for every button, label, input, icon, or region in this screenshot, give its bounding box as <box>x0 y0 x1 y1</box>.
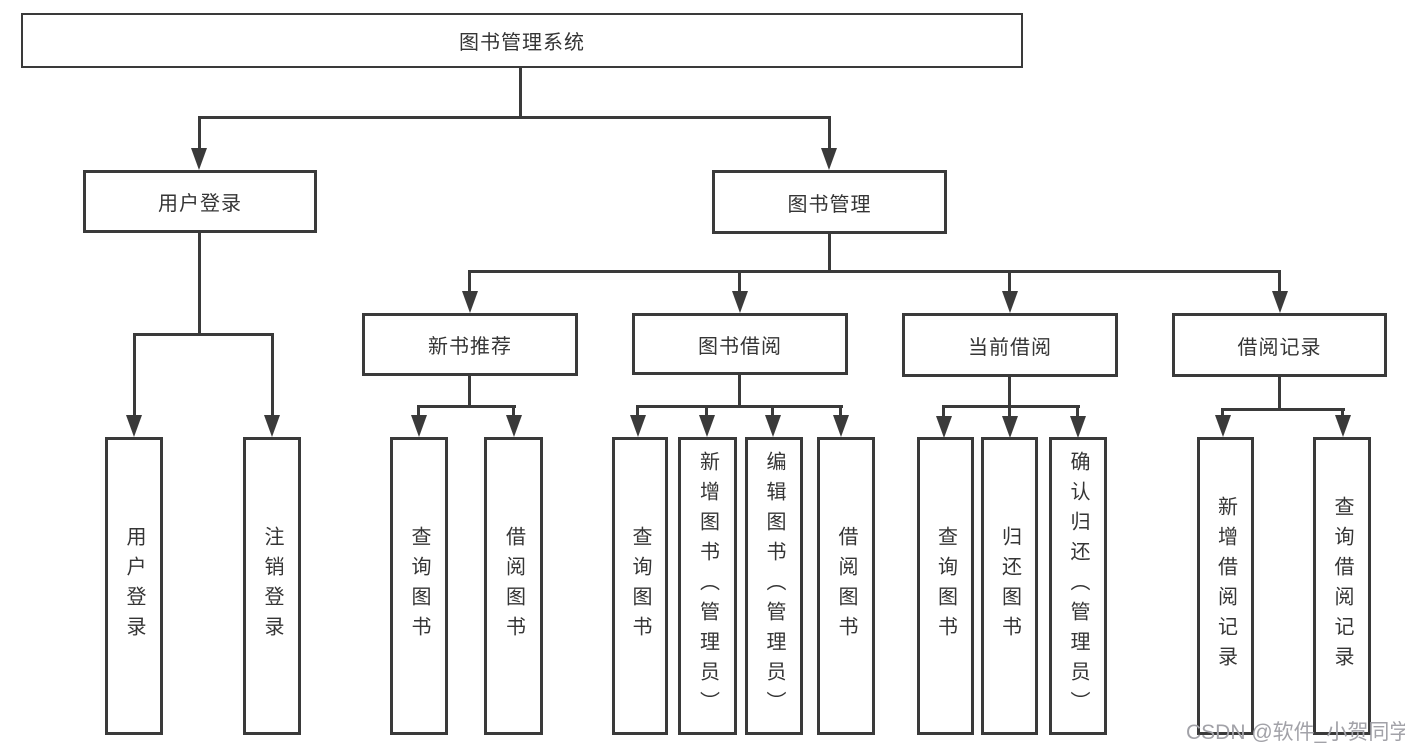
connector-current-bar <box>942 405 1080 408</box>
node-leaf-cur-return-book: 归还图书 <box>981 437 1038 735</box>
node-leaf-bor-query-book: 查询图书 <box>612 437 668 735</box>
arrow-to-cur-return-book <box>1002 416 1018 438</box>
node-user-login-branch: 用户登录 <box>83 170 317 233</box>
node-book-mgmt-branch: 图书管理 <box>712 170 947 234</box>
connector-borrow-to-leaf4 <box>839 405 842 417</box>
connector-root-to-mgmt <box>828 116 831 150</box>
node-leaf-cur-confirm-return: 确认归还（管理员） <box>1049 437 1107 735</box>
node-leaf-recd-query-record: 查询借阅记录 <box>1313 437 1371 735</box>
arrow-to-cur-query-book <box>936 416 952 438</box>
arrow-to-rec-query-book <box>411 415 427 437</box>
node-borrow-records-label: 借阅记录 <box>1237 336 1322 359</box>
connector-login-to-leaf2 <box>271 333 274 418</box>
connector-borrow-to-leaf3 <box>771 405 774 417</box>
connector-mgmt-to-borrow <box>738 270 741 294</box>
node-leaf-cur-query-book: 查询图书 <box>917 437 974 735</box>
connector-root-bar <box>198 116 831 119</box>
connector-login-to-leaf1 <box>133 333 136 418</box>
arrow-to-book-borrow <box>732 291 748 313</box>
arrow-to-bor-borrow-book <box>833 415 849 437</box>
node-book-borrow: 图书借阅 <box>632 313 848 375</box>
connector-borrow-trunk <box>738 375 741 408</box>
connector-root-to-login <box>198 116 201 150</box>
csdn-watermark: CSDN @软件_小贺同学 <box>1186 721 1405 744</box>
node-leaf-rec-query-book-label: 查询图书 <box>408 526 430 646</box>
node-current-borrow: 当前借阅 <box>902 313 1118 377</box>
arrow-to-user-login-leaf <box>126 415 142 437</box>
connector-rec-bar <box>417 405 516 408</box>
connector-login-bar <box>133 333 274 336</box>
node-borrow-records: 借阅记录 <box>1172 313 1387 377</box>
arrow-to-borrow-records <box>1272 291 1288 313</box>
arrow-to-bor-query-book <box>630 415 646 437</box>
node-leaf-rec-borrow-book-label: 借阅图书 <box>502 526 525 646</box>
arrow-to-recd-query-record <box>1335 415 1351 437</box>
node-new-book-rec: 新书推荐 <box>362 313 578 376</box>
node-leaf-user-login-label: 用户登录 <box>123 526 145 646</box>
connector-records-trunk <box>1278 377 1281 410</box>
arrow-to-cur-confirm-return <box>1070 416 1086 438</box>
connector-mgmt-trunk <box>828 234 831 272</box>
node-current-borrow-label: 当前借阅 <box>968 336 1052 359</box>
node-leaf-recd-add-record: 新增借阅记录 <box>1197 437 1254 735</box>
arrow-to-recd-add-record <box>1215 415 1231 437</box>
node-leaf-bor-add-book-label: 新增图书（管理员） <box>696 451 719 721</box>
connector-current-to-leaf2 <box>1008 405 1011 418</box>
node-leaf-bor-query-book-label: 查询图书 <box>629 526 651 646</box>
node-leaf-cur-return-book-label: 归还图书 <box>998 526 1021 646</box>
arrow-to-rec-borrow-book <box>506 415 522 437</box>
connector-current-to-leaf1 <box>942 405 945 418</box>
node-leaf-bor-borrow-book-label: 借阅图书 <box>835 526 857 646</box>
node-leaf-cur-query-book-label: 查询图书 <box>934 526 957 646</box>
connector-rec-to-leaf1 <box>417 405 420 417</box>
node-leaf-logout-label: 注销登录 <box>261 526 283 646</box>
connector-mgmt-bar <box>468 270 1281 273</box>
node-user-login-branch-label: 用户登录 <box>158 193 242 215</box>
node-leaf-rec-borrow-book: 借阅图书 <box>484 437 543 735</box>
node-leaf-recd-add-record-label: 新增借阅记录 <box>1214 496 1237 676</box>
node-leaf-logout: 注销登录 <box>243 437 301 735</box>
arrow-to-login-branch <box>191 148 207 170</box>
connector-rec-to-leaf2 <box>512 405 515 417</box>
node-book-mgmt-branch-label: 图书管理 <box>787 193 872 216</box>
connector-records-to-leaf2 <box>1341 408 1344 417</box>
connector-records-to-leaf1 <box>1221 408 1224 417</box>
connector-rec-trunk <box>468 375 471 407</box>
arrow-to-current-borrow <box>1002 291 1018 313</box>
connector-borrow-to-leaf1 <box>636 405 639 417</box>
connector-current-trunk <box>1008 377 1011 407</box>
connector-borrow-bar <box>636 405 843 408</box>
node-new-book-rec-label: 新书推荐 <box>428 336 512 358</box>
node-book-borrow-label: 图书借阅 <box>698 335 782 358</box>
node-leaf-recd-query-record-label: 查询借阅记录 <box>1331 496 1353 676</box>
connector-root-trunk <box>519 68 522 118</box>
node-root-library-system: 图书管理系统 <box>21 13 1023 68</box>
arrow-to-logout-leaf <box>264 415 280 437</box>
node-root-label: 图书管理系统 <box>459 32 585 54</box>
arrow-to-bor-edit-book <box>765 415 781 437</box>
node-leaf-user-login: 用户登录 <box>105 437 163 735</box>
node-leaf-rec-query-book: 查询图书 <box>390 437 448 735</box>
connector-mgmt-to-current <box>1008 270 1011 294</box>
node-leaf-bor-add-book: 新增图书（管理员） <box>678 437 737 735</box>
arrow-to-bor-add-book <box>699 415 715 437</box>
node-leaf-bor-edit-book-label: 编辑图书（管理员） <box>763 451 785 721</box>
connector-login-trunk <box>198 233 201 335</box>
node-leaf-bor-borrow-book: 借阅图书 <box>817 437 875 735</box>
arrow-to-mgmt-branch <box>821 148 837 170</box>
connector-borrow-to-leaf2 <box>705 405 708 417</box>
node-leaf-bor-edit-book: 编辑图书（管理员） <box>745 437 803 735</box>
connector-mgmt-to-records <box>1278 270 1281 294</box>
connector-current-to-leaf3 <box>1076 405 1079 418</box>
connector-records-bar <box>1221 408 1345 411</box>
arrow-to-new-book-rec <box>462 291 478 313</box>
node-leaf-cur-confirm-return-label: 确认归还（管理员） <box>1067 451 1089 721</box>
connector-mgmt-to-rec <box>468 270 471 294</box>
